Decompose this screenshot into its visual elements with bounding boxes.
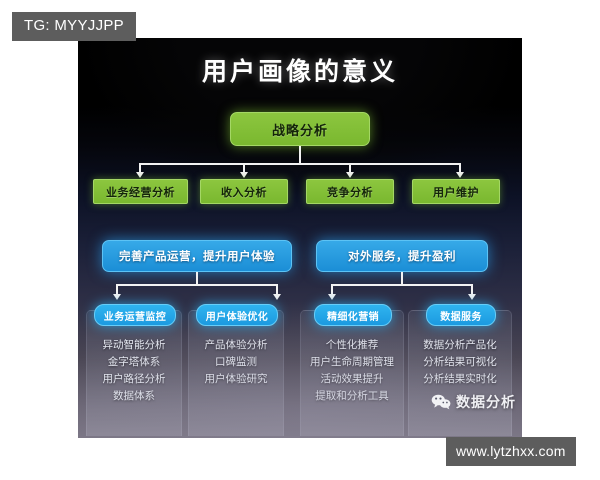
column-item-list: 产品体验分析 口碑监测 用户体验研究 [189,337,283,388]
wechat-account-name: 数据分析 [456,394,516,410]
arrowhead-icon [113,294,121,300]
list-item: 用户路径分析 [102,373,166,385]
wechat-icon [431,394,451,410]
diagram-title: 用户画像的意义 [201,58,398,86]
pill-data-service[interactable]: 数据服务 [426,304,496,326]
arrowhead-icon [468,294,476,300]
connector-right-drop-1 [331,284,333,295]
pill-operation-monitoring[interactable]: 业务运营监控 [94,304,176,326]
arrowhead-icon [346,172,354,178]
list-item: 异动智能分析 [102,339,166,351]
list-item: 口碑监测 [215,356,257,368]
list-item: 分析结果可视化 [423,356,497,368]
tg-watermark-banner: TG: MYYJJPP [12,12,136,41]
list-item: 分析结果实时化 [423,373,497,385]
connector-root-drop-3 [349,163,351,173]
list-item: 活动效果提升 [320,373,384,385]
column-item-list: 个性化推荐 用户生命周期管理 活动效果提升 提取和分析工具 [301,337,403,405]
pill-experience-optimization[interactable]: 用户体验优化 [196,304,278,326]
list-item: 金字塔体系 [107,356,161,368]
node-business-operation-analysis[interactable]: 业务经营分析 [93,179,188,204]
connector-right-drop-2 [471,284,473,295]
node-revenue-analysis[interactable]: 收入分析 [200,179,288,204]
node-root-strategy[interactable]: 战略分析 [230,112,370,146]
connector-root-drop-4 [459,163,461,173]
node-user-maintenance[interactable]: 用户维护 [412,179,500,204]
arrowhead-icon [456,172,464,178]
list-item: 个性化推荐 [325,339,379,351]
list-item: 产品体验分析 [204,339,268,351]
connector-left-bus [116,284,278,286]
column-item-list: 异动智能分析 金字塔体系 用户路径分析 数据体系 [87,337,181,405]
infographic-canvas: 用户画像的意义 战略分析 业务经营分析 收入分析 竞争分析 用户维护 完善产品运… [78,38,522,438]
node-external-service-profit[interactable]: 对外服务，提升盈利 [316,240,488,272]
connector-root-drop-2 [243,163,245,173]
list-item: 数据分析产品化 [423,339,497,351]
arrowhead-icon [136,172,144,178]
column-panel-experience-optimization: 产品体验分析 口碑监测 用户体验研究 [188,310,284,436]
arrowhead-icon [273,294,281,300]
column-item-list: 数据分析产品化 分析结果可视化 分析结果实时化 [409,337,511,388]
column-panel-operation-monitoring: 异动智能分析 金字塔体系 用户路径分析 数据体系 [86,310,182,436]
column-panel-data-service: 数据分析产品化 分析结果可视化 分析结果实时化 [408,310,512,436]
node-improve-product-operations[interactable]: 完善产品运营，提升用户体验 [102,240,292,272]
list-item: 数据体系 [113,390,155,402]
pill-precision-marketing[interactable]: 精细化营销 [314,304,392,326]
connector-right-stem [401,272,403,285]
connector-left-drop-2 [276,284,278,295]
wechat-watermark: 数据分析 [431,392,516,412]
node-competition-analysis[interactable]: 竞争分析 [306,179,394,204]
list-item: 用户生命周期管理 [310,356,394,368]
connector-left-stem [196,272,198,285]
url-watermark-banner: www.lytzhxx.com [446,437,576,466]
arrowhead-icon [240,172,248,178]
connector-root-stem [299,146,301,164]
arrowhead-icon [328,294,336,300]
connector-right-bus [331,284,473,286]
column-panel-precision-marketing: 个性化推荐 用户生命周期管理 活动效果提升 提取和分析工具 [300,310,404,436]
list-item: 用户体验研究 [204,373,268,385]
connector-root-bus [139,163,461,165]
connector-root-drop-1 [139,163,141,173]
connector-left-drop-1 [116,284,118,295]
list-item: 提取和分析工具 [315,390,389,402]
